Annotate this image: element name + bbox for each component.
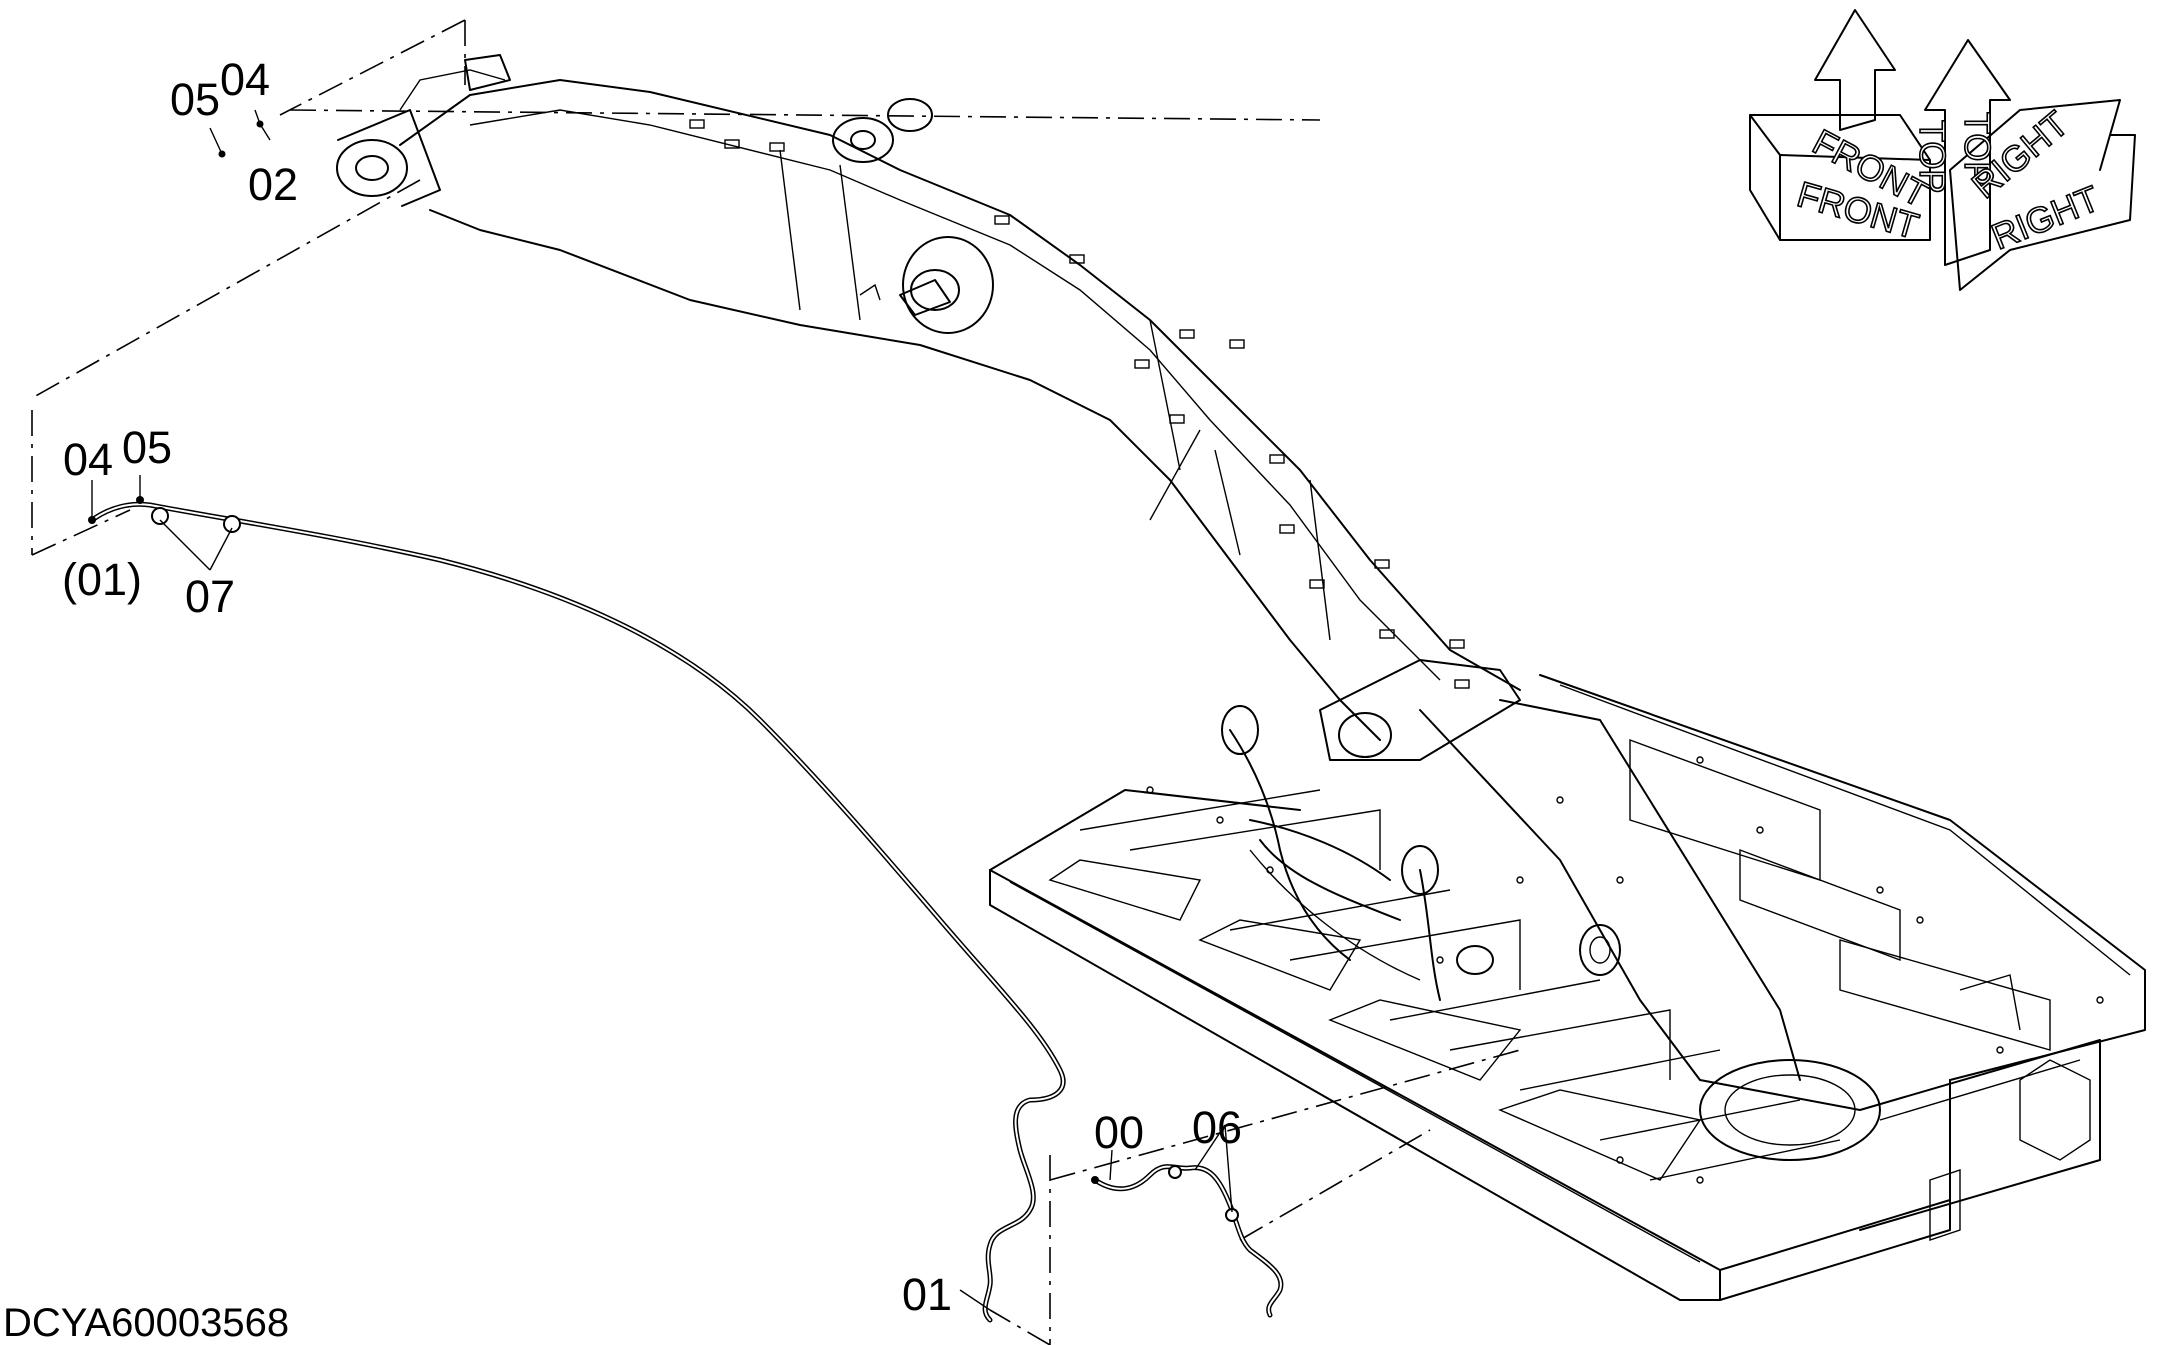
- callout-leaders: [159, 519, 1233, 1311]
- reference-leaders: [31, 19, 1521, 1345]
- small-parts-top: [209, 109, 271, 158]
- small-parts-left: [88, 475, 144, 524]
- callout-04-left: 04: [63, 434, 113, 485]
- top-label-1: TOP: [1912, 120, 1953, 193]
- callout-labels: 05 04 02 04 05 (01) 07 00 06 01: [62, 54, 1242, 1320]
- orientation-indicator: FRONT FRONT TOP TOP RIGHT RIGHT: [1749, 9, 2136, 291]
- callout-05-left: 05: [122, 422, 172, 473]
- clamp-07-a: [151, 507, 169, 525]
- callout-02: 02: [248, 159, 298, 210]
- callout-07: 07: [185, 571, 235, 622]
- frame-bolt-holes: [1146, 756, 2104, 1184]
- upper-frame: [989, 659, 2146, 1301]
- callout-05-top: 05: [170, 74, 220, 125]
- callout-06: 06: [1192, 1102, 1242, 1153]
- callout-01: 01: [902, 1269, 952, 1320]
- callout-01-paren: (01): [62, 554, 142, 605]
- cable-00: [1091, 1164, 1284, 1318]
- harness-clusters: [1221, 705, 1494, 1001]
- clamp-07-b: [223, 515, 241, 533]
- top-label-2: TOP: [1957, 112, 1998, 185]
- clamp-06-a: [1168, 1165, 1182, 1179]
- callout-00: 00: [1094, 1107, 1144, 1158]
- drawing-id: DCYA60003568: [3, 1301, 289, 1345]
- boom-assembly: [336, 54, 1521, 741]
- callout-04-top: 04: [220, 54, 270, 105]
- boom-pads: [689, 119, 1470, 689]
